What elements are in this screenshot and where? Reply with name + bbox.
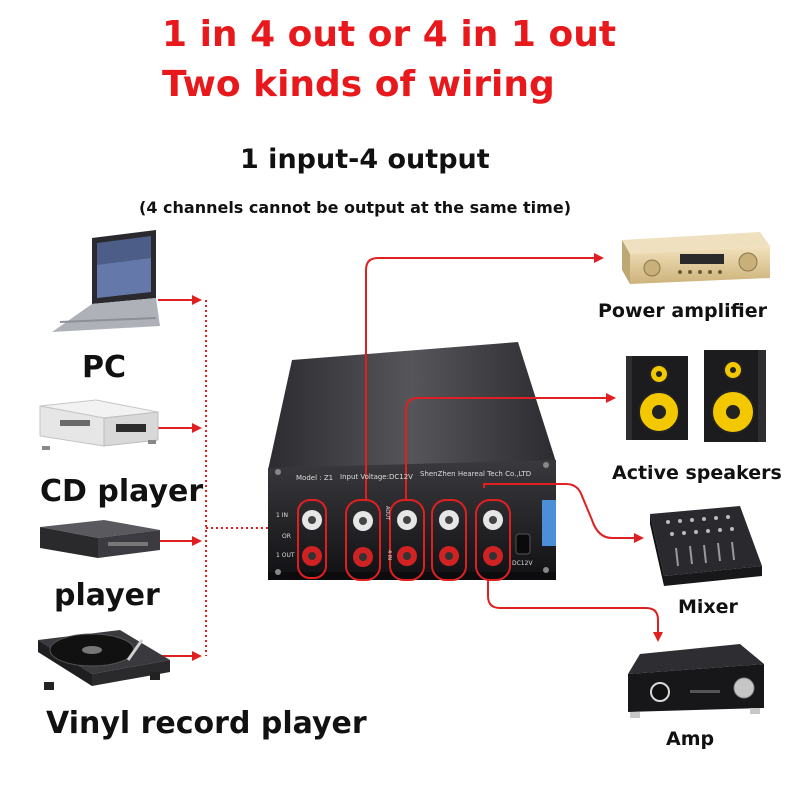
input-dotted-bus <box>205 300 300 656</box>
mixer-icon <box>650 506 762 586</box>
device-voltage-text: Input Voltage:DC12V <box>340 473 413 481</box>
laptop-icon <box>52 230 160 332</box>
destination-label-active-speakers: Active speakers <box>612 462 782 484</box>
device-label-1in: 1 IN <box>276 512 288 519</box>
destination-label-power-amplifier: Power amplifier <box>598 300 767 322</box>
destination-label-amp: Amp <box>666 728 715 750</box>
amp-icon <box>628 644 764 718</box>
source-label-vinyl: Vinyl record player <box>46 706 367 741</box>
device-model-text: Model : Z1 <box>296 474 334 482</box>
audio-switcher-device <box>268 342 556 581</box>
device-label-aout: AOUT <box>383 506 390 520</box>
device-label-dc: DC12V <box>512 560 533 567</box>
device-maker-text: ShenZhen Heareal Tech Co.,LTD <box>420 470 532 478</box>
device-label-1out: 1 OUT <box>276 552 295 559</box>
input-arrows <box>158 295 202 661</box>
turntable-icon <box>38 630 170 690</box>
source-label-pc: PC <box>82 350 127 385</box>
cd-player-icon <box>39 399 159 450</box>
device-label-or: OR <box>282 533 291 540</box>
source-label-cd-player: CD player <box>40 474 204 509</box>
media-player-icon <box>40 520 160 558</box>
active-speakers-icon <box>626 350 766 442</box>
device-label-4in: 4 IN <box>386 550 392 560</box>
title-line-1: 1 in 4 out or 4 in 1 out <box>162 14 617 55</box>
power-amplifier-icon <box>622 232 770 284</box>
output-wires <box>365 253 663 642</box>
destination-label-mixer: Mixer <box>678 596 738 618</box>
mode-subtitle: 1 input-4 output <box>240 144 490 175</box>
source-label-player: player <box>54 578 160 613</box>
mode-note: (4 channels cannot be output at the same… <box>139 198 571 217</box>
rca-jacks <box>297 499 511 581</box>
title-line-2: Two kinds of wiring <box>162 64 555 105</box>
